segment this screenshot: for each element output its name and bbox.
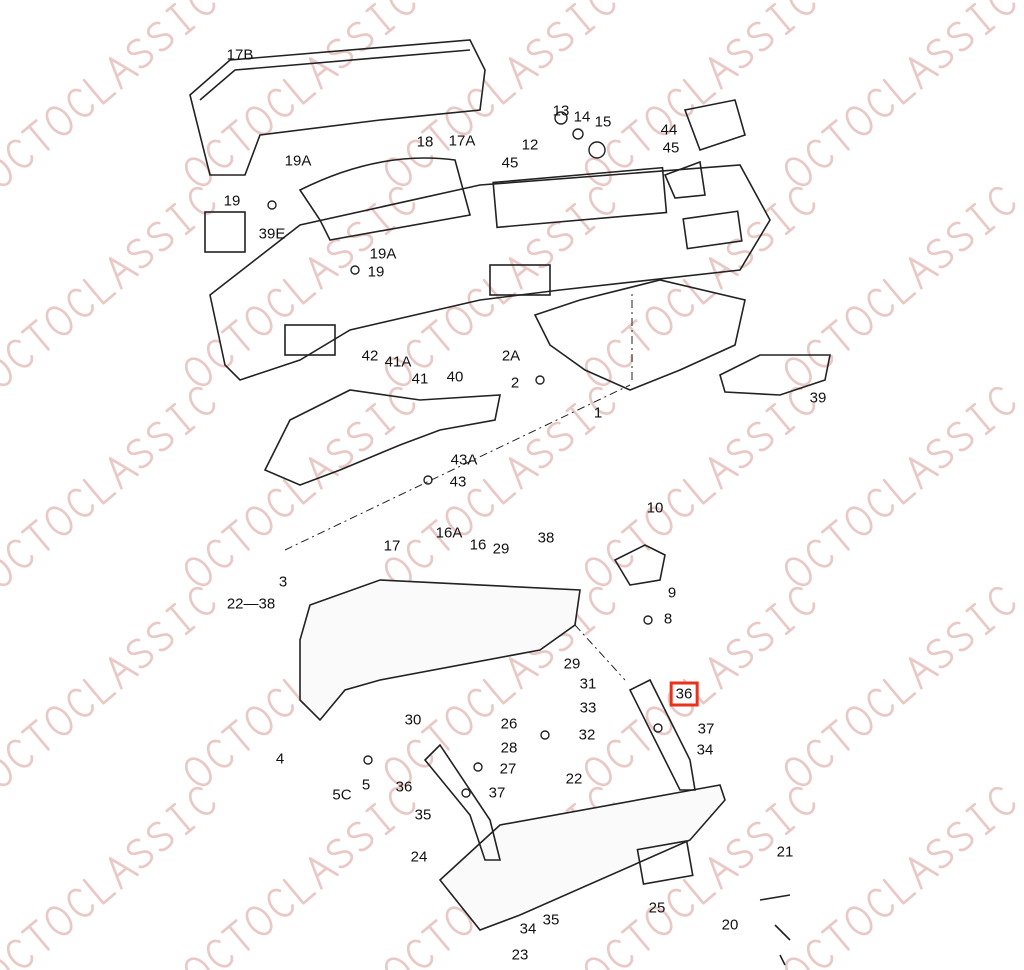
watermark-mark xyxy=(784,0,1016,187)
label-39e: 39E xyxy=(258,225,286,243)
label-37: 37 xyxy=(488,784,506,802)
label-4: 4 xyxy=(275,750,285,768)
label-40: 40 xyxy=(446,368,464,386)
label-38: 38 xyxy=(537,529,555,547)
glove-box xyxy=(299,579,581,722)
label-27: 27 xyxy=(499,760,517,778)
watermark-mark xyxy=(184,186,416,387)
watermark-mark xyxy=(0,786,216,970)
instrument-cover xyxy=(189,39,486,176)
label-24: 24 xyxy=(410,848,428,866)
watermark-mark xyxy=(784,786,1016,970)
label-29: 29 xyxy=(492,540,510,558)
center-console xyxy=(533,279,746,391)
cover-18 xyxy=(298,157,472,241)
label-19: 19 xyxy=(223,192,241,210)
label-41a: 41A xyxy=(384,353,412,371)
label-19a: 19A xyxy=(369,245,397,263)
label-5: 5 xyxy=(361,776,371,794)
glove-box-lid xyxy=(438,784,726,931)
label-43: 43 xyxy=(449,473,467,491)
label-16a: 16A xyxy=(435,524,463,542)
label-22-38: 22—38 xyxy=(226,595,276,613)
label-30: 30 xyxy=(404,711,422,729)
label-45: 45 xyxy=(662,139,680,157)
watermark-mark xyxy=(0,586,216,787)
label-45: 45 xyxy=(501,154,519,172)
label-36: 36 xyxy=(395,778,413,796)
label-22: 22 xyxy=(565,770,583,788)
label-29: 29 xyxy=(563,655,581,673)
watermark-mark xyxy=(784,586,1016,787)
label-2a: 2A xyxy=(501,347,521,365)
watermark-mark xyxy=(184,786,416,970)
label-39: 39 xyxy=(809,389,827,407)
label-5c: 5C xyxy=(332,786,352,804)
label-34: 34 xyxy=(696,741,714,759)
label-10: 10 xyxy=(646,499,664,517)
dashboard xyxy=(209,164,771,381)
watermark-mark xyxy=(184,0,416,187)
label-35: 35 xyxy=(414,806,432,824)
label-42: 42 xyxy=(361,347,379,365)
label-25: 25 xyxy=(648,899,666,917)
label-9: 9 xyxy=(667,584,677,602)
vent-39 xyxy=(719,354,831,396)
label-28: 28 xyxy=(500,739,518,757)
watermark-mark xyxy=(584,586,816,787)
label-37: 37 xyxy=(697,720,715,738)
hinge-34 xyxy=(628,678,696,791)
vent-45 xyxy=(663,160,706,199)
label-14: 14 xyxy=(573,108,591,126)
label-16: 16 xyxy=(469,536,487,554)
label-19a: 19A xyxy=(284,152,312,170)
key xyxy=(759,894,791,966)
label-35: 35 xyxy=(542,911,560,929)
label-20: 20 xyxy=(721,916,739,934)
label-33: 33 xyxy=(579,699,597,717)
watermark-mark xyxy=(784,386,1016,587)
label-3: 3 xyxy=(278,573,288,591)
label-17: 17 xyxy=(383,537,401,555)
lock-25 xyxy=(636,839,694,885)
label-17a: 17A xyxy=(448,132,476,150)
label-41: 41 xyxy=(411,370,429,388)
label-32: 32 xyxy=(578,726,596,744)
label-21: 21 xyxy=(776,843,794,861)
latch xyxy=(613,544,666,586)
watermark-mark xyxy=(584,0,816,187)
watermark-mark xyxy=(584,786,816,970)
label-18: 18 xyxy=(416,133,434,151)
bracket-40 xyxy=(263,389,501,486)
watermark-mark xyxy=(384,386,616,587)
watermark-mark xyxy=(0,0,216,187)
label-26: 26 xyxy=(500,715,518,733)
label-44: 44 xyxy=(660,121,678,139)
label-17b: 17B xyxy=(226,46,254,64)
label-8: 8 xyxy=(663,610,673,628)
label-2: 2 xyxy=(510,374,520,392)
watermark-mark xyxy=(784,186,1016,387)
label-12: 12 xyxy=(521,136,539,154)
label-19: 19 xyxy=(367,263,385,281)
label-34: 34 xyxy=(519,920,537,938)
watermark-mark xyxy=(0,186,216,387)
watermark-mark xyxy=(0,386,216,587)
label-13: 13 xyxy=(552,102,570,120)
highlighted-label-36: 36 xyxy=(669,681,699,707)
label-15: 15 xyxy=(594,113,612,131)
label-43a: 43A xyxy=(450,451,478,469)
label-1: 1 xyxy=(593,404,603,422)
watermark-mark xyxy=(384,0,616,187)
hinge-35 xyxy=(423,743,502,861)
watermark-mark xyxy=(584,386,816,587)
vent-44 xyxy=(683,99,746,152)
label-23: 23 xyxy=(511,946,529,964)
label-31: 31 xyxy=(579,675,597,693)
